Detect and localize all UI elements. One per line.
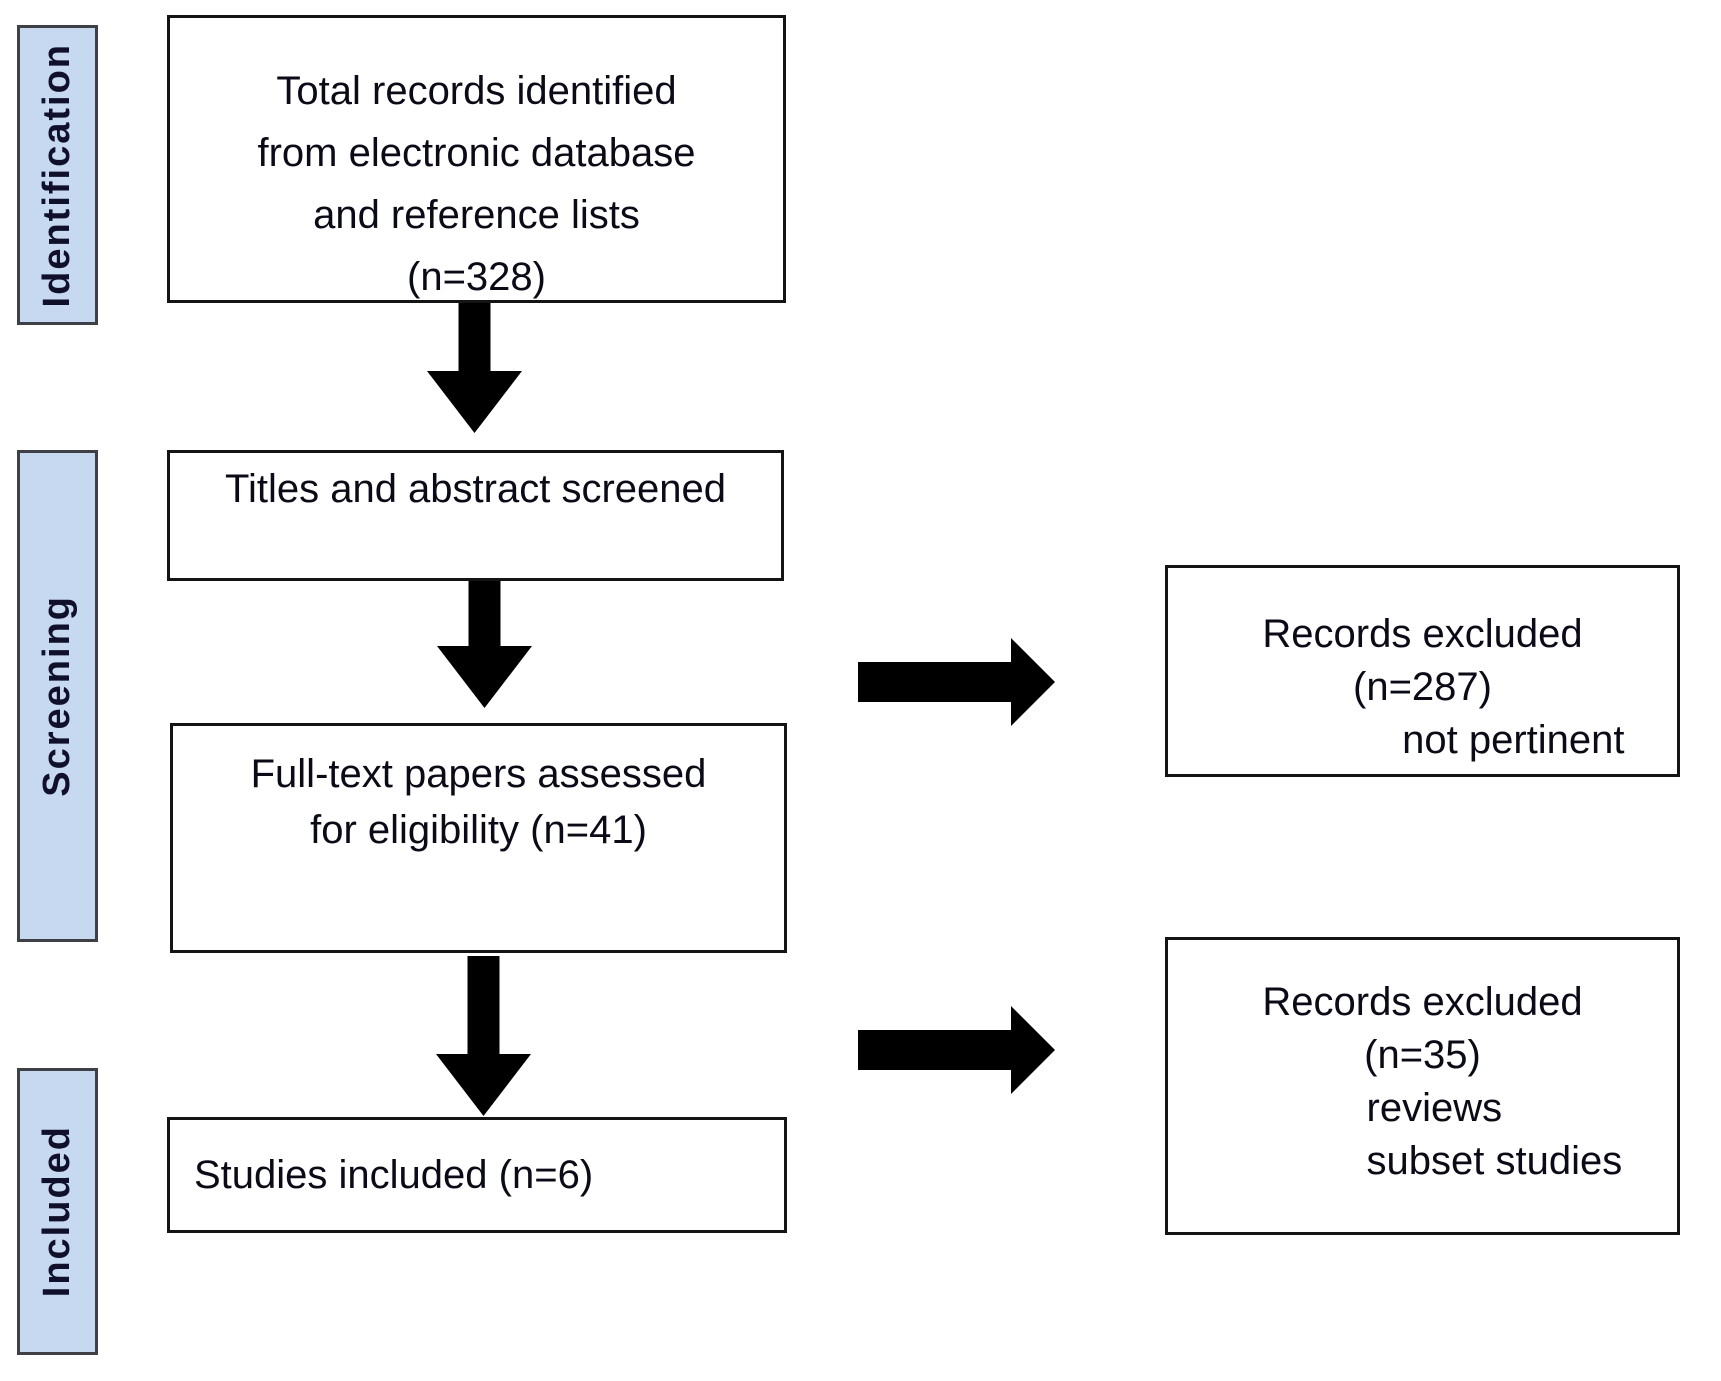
box-line: (n=287) (1353, 665, 1492, 709)
down-arrow-icon (436, 956, 531, 1116)
box-line: Full-text papers assessed (250, 752, 707, 796)
box-line: from electronic database (257, 131, 696, 175)
box-line: (n=328) (407, 255, 546, 299)
box-line: for eligibility (n=41) (310, 808, 647, 852)
box-fulltext-assessed: Full-text papers assessed for eligibilit… (170, 723, 787, 953)
box-line: (n=35) (1364, 1033, 1481, 1077)
stage-label-screening: Screening (17, 450, 98, 942)
box-line: and reference lists (313, 193, 640, 237)
box-records-identified: Total records identified from electronic… (167, 15, 786, 303)
stage-label-screening-text: Screening (36, 595, 78, 797)
box-line: subset studies (1366, 1139, 1623, 1183)
stage-label-identification: Identification (17, 25, 98, 325)
down-arrow-icon (427, 303, 522, 433)
box-line: Total records identified (276, 69, 677, 113)
box-line: Records excluded (1262, 980, 1583, 1024)
box-line: reviews (1366, 1086, 1503, 1130)
box-line: Studies included (n=6) (194, 1153, 594, 1197)
box-line: not pertinent (1402, 718, 1625, 762)
stage-label-identification-text: Identification (36, 42, 78, 308)
box-line: Records excluded (1262, 612, 1583, 656)
right-arrow-icon (858, 638, 1055, 726)
box-studies-included: Studies included (n=6) (167, 1117, 787, 1233)
box-line: Titles and abstract screened (225, 467, 726, 511)
box-records-excluded-35: Records excluded (n=35) reviews subset s… (1165, 937, 1680, 1235)
box-records-excluded-287: Records excluded (n=287) not pertinent (1165, 565, 1680, 777)
right-arrow-icon (858, 1006, 1055, 1094)
box-titles-abstract-screened: Titles and abstract screened (167, 450, 784, 581)
down-arrow-icon (437, 581, 532, 708)
stage-label-included-text: Included (36, 1125, 78, 1298)
stage-label-included: Included (17, 1068, 98, 1355)
